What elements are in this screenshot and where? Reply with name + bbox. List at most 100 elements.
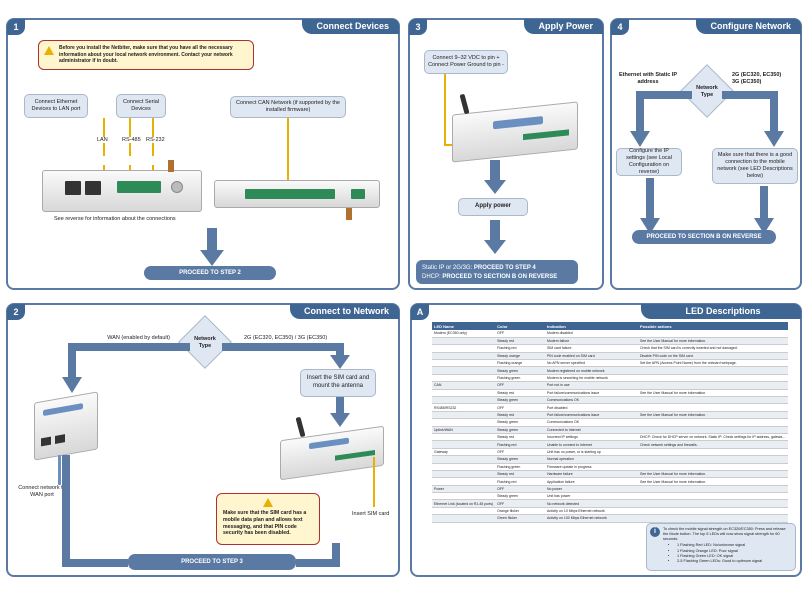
table-cell: Check that the SIM card is correctly ins… — [638, 344, 788, 353]
device-side — [214, 180, 380, 208]
table-cell: No APN server specified — [544, 359, 638, 368]
table-cell: Flashing green — [495, 463, 545, 471]
table-cell: Uplink/WAN — [432, 426, 496, 434]
table-cell — [432, 433, 496, 442]
box-connect-can: Connect CAN Network (if supported by the… — [230, 96, 346, 118]
table-cell — [432, 440, 496, 449]
col-indication: Indication — [544, 322, 638, 330]
table-cell — [432, 470, 496, 479]
table-cell: Flashing orange — [495, 359, 545, 368]
table-cell — [638, 485, 788, 494]
box-connect-power: Connect 9–32 VDC to pin + Connect Power … — [424, 50, 508, 74]
table-cell: OFF — [495, 485, 545, 494]
label-rs485: RS-485 — [121, 137, 142, 143]
table-cell — [432, 514, 496, 523]
label-wan: WAN (enabled by default) — [107, 335, 170, 341]
panel-led-descriptions: A LED Descriptions LED Name Color Indica… — [410, 303, 802, 577]
table-cell — [432, 477, 496, 486]
table-cell: Green flicker — [495, 514, 545, 523]
table-cell: Flashing red — [495, 344, 545, 353]
panel-apply-power: 3 Apply Power Connect 9–32 VDC to pin + … — [408, 18, 604, 290]
table-cell — [638, 448, 788, 457]
table-cell — [638, 366, 788, 375]
table-cell — [638, 455, 788, 464]
step-number: 3 — [409, 19, 427, 35]
panel-title: Configure Network — [696, 19, 801, 34]
label-ethernet-static: Ethernet with Static IP address — [618, 72, 678, 85]
warning-box: Before you install the Netbiter, make su… — [38, 40, 254, 70]
panel-configure-network: 4 Configure Network Ethernet with Static… — [610, 18, 802, 290]
panel-title: Apply Power — [524, 19, 603, 34]
label-mobile: 2G (EC320, EC350) / 3G (EC350) — [244, 335, 328, 341]
connect-wan-text: Connect network to WAN port — [18, 485, 66, 499]
down-arrow — [484, 160, 506, 194]
table-cell: Steady red — [495, 337, 545, 346]
table-cell — [638, 492, 788, 501]
table-cell: Power — [432, 485, 496, 494]
tip-item: 2-5 Flashing Green LEDs: Good to optimum… — [677, 559, 791, 564]
step-number: 4 — [611, 19, 629, 35]
signal-strength-tip: i To check the mobile signal strength on… — [646, 523, 796, 571]
table-cell: Flashing green — [495, 374, 545, 383]
table-cell — [432, 337, 496, 346]
table-cell — [432, 389, 496, 398]
down-arrow — [484, 220, 506, 254]
table-cell: Modem failure — [544, 337, 638, 346]
table-cell: Incorrect IP settings — [544, 433, 638, 442]
table-cell: Firmware update in progress — [544, 463, 638, 471]
table-cell — [432, 507, 496, 516]
device-wan — [34, 391, 98, 461]
table-cell: See the User Manual for more information… — [638, 477, 788, 486]
table-cell: Check network settings and firewalls. — [638, 440, 788, 449]
table-cell: Modem (EC350 only) — [432, 330, 496, 338]
table-cell — [638, 418, 788, 427]
table-cell: Flashing red — [495, 440, 545, 449]
box-apply-power: Apply power — [458, 198, 528, 216]
table-header-row: LED Name Color Indication Possible actio… — [432, 322, 788, 330]
table-cell — [638, 330, 788, 338]
proceed-step-3: PROCEED TO STEP 3 — [128, 554, 296, 570]
table-cell: RS485/RS232 — [432, 403, 496, 412]
panel-connect-to-network: 2 Connect to Network WAN (enabled by def… — [6, 303, 400, 577]
table-cell: CAN — [432, 381, 496, 390]
table-cell: Disable PIN code on the SIM card. — [638, 352, 788, 361]
table-cell: Application failure — [544, 477, 638, 486]
table-cell: Unit has no power, or is starting up — [544, 448, 638, 457]
tip-item: 1 Flashing Red LED: No/unknown signal — [677, 543, 791, 548]
table-cell — [432, 374, 496, 383]
table-cell — [638, 499, 788, 508]
device-sim — [280, 425, 384, 481]
table-cell: Steady green — [495, 396, 545, 405]
table-cell — [432, 418, 496, 427]
col-actions: Possible actions — [638, 322, 788, 330]
table-cell: Ethernet Link (located on RJ-45 ports) — [432, 499, 496, 508]
panel-title: Connect Devices — [302, 19, 399, 34]
table-cell — [638, 514, 788, 523]
panel-connect-devices: 1 Connect Devices Before you install the… — [6, 18, 400, 290]
device-front — [42, 170, 202, 212]
panel-title: LED Descriptions — [641, 304, 801, 319]
table-cell: Unit has power — [544, 492, 638, 501]
table-cell — [638, 426, 788, 434]
table-cell: OFF — [495, 448, 545, 457]
warning-icon — [263, 498, 273, 507]
table-cell — [638, 403, 788, 412]
table-cell: Port disabled — [544, 403, 638, 412]
